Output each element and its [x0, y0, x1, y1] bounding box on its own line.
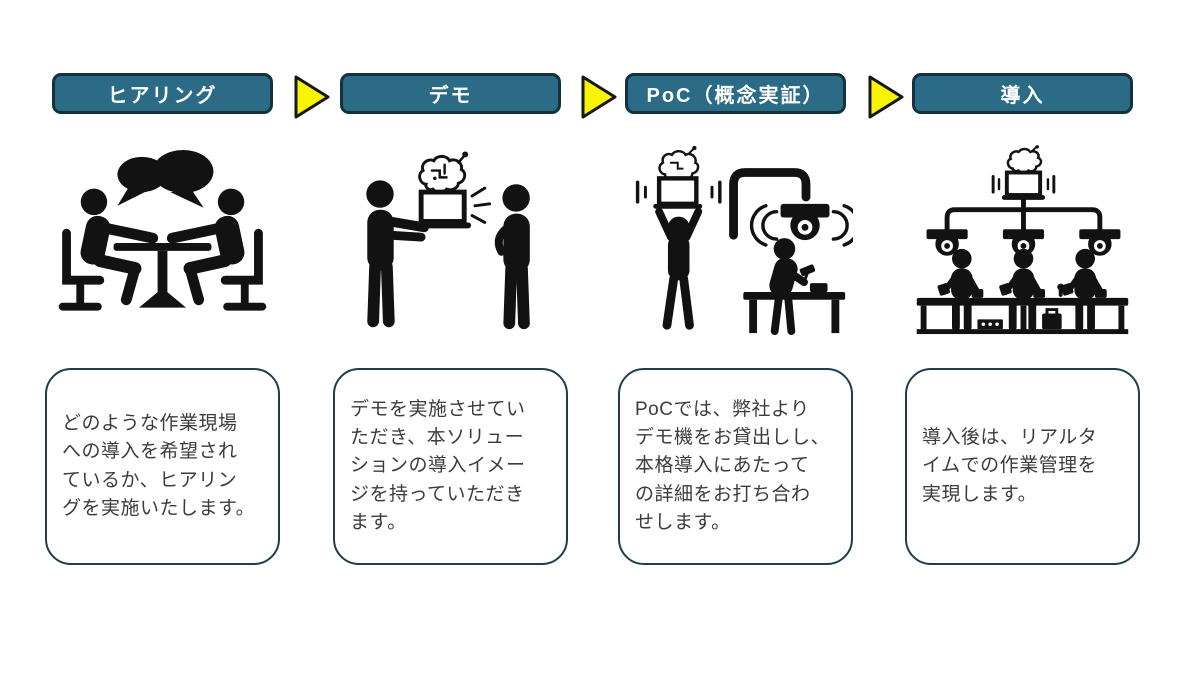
- security-camera-icon: [1079, 229, 1121, 256]
- step-illustration: [333, 132, 568, 354]
- ai-brain-icon: [418, 151, 469, 194]
- step-title: デモ: [428, 85, 473, 107]
- step-illustration: [905, 132, 1140, 354]
- workers-at-bench: [937, 248, 1107, 300]
- right-chair: [220, 228, 267, 311]
- network-tree-connector: [944, 197, 1103, 232]
- step-description: どのような作業現場 への導入を希望され ているか、ヒアリン グを実施いたします。: [62, 413, 256, 519]
- step-deployment: 導入: [905, 0, 1140, 675]
- security-camera-icon: [926, 229, 968, 256]
- cable-pipe: [729, 168, 811, 240]
- step-description: デモを実施させてい ただき、本ソリュー ションの導入イメー ジを持っていただき …: [350, 399, 526, 533]
- poc-camera-trial-icon: [635, 145, 853, 336]
- meeting-discussion-icon: [58, 149, 267, 311]
- laptop-icon: [414, 186, 492, 229]
- security-camera-icon: [1002, 229, 1045, 256]
- left-person: [80, 188, 159, 306]
- step-title-banner: PoC（概念実証）: [625, 73, 846, 114]
- presenter-person: [366, 180, 429, 328]
- step-description-box: PoCでは、弊社より デモ機をお貸出しし、 本格導入にあたって の詳細をお打ち合…: [618, 368, 853, 565]
- laptop-icon: [635, 176, 722, 209]
- step-illustration: [618, 132, 853, 354]
- flow-arrow-right-icon: [581, 75, 617, 119]
- speech-bubbles-icon: [117, 149, 214, 208]
- ai-brain-icon: [1006, 145, 1043, 174]
- step-description-box: どのような作業現場 への導入を希望され ているか、ヒアリン グを実施いたします。: [45, 368, 280, 565]
- viewer-person: [494, 184, 530, 330]
- security-camera-icon: [749, 203, 853, 247]
- right-person: [166, 188, 245, 306]
- ai-brain-icon: [658, 145, 700, 182]
- step-title: 導入: [1000, 85, 1045, 107]
- step-description: PoCでは、弊社より デモ機をお貸出しし、 本格導入にあたって の詳細をお打ち合…: [635, 399, 831, 533]
- meeting-table: [113, 243, 212, 308]
- laptop-icon: [991, 170, 1056, 200]
- step-title-banner: 導入: [912, 73, 1133, 114]
- left-chair: [58, 228, 105, 311]
- flow-arrow-right-icon: [868, 75, 904, 119]
- step-description-box: デモを実施させてい ただき、本ソリュー ションの導入イメー ジを持っていただき …: [333, 368, 568, 565]
- workbench: [916, 297, 1129, 335]
- laptop-demo-icon: [366, 151, 530, 330]
- step-description: 導入後は、リアルタ イムでの作業管理を 実現します。: [922, 427, 1098, 505]
- step-title-banner: デモ: [340, 73, 561, 114]
- flow-arrow-right-icon: [294, 75, 330, 119]
- person-holding-laptop: [655, 207, 703, 330]
- realtime-monitoring-icon: [916, 145, 1129, 335]
- step-demo: デモ: [333, 0, 568, 675]
- step-hearing: ヒアリング: [45, 0, 280, 675]
- step-illustration: [45, 132, 280, 354]
- step-poc: PoC（概念実証）: [618, 0, 853, 675]
- worker-at-bench: [743, 238, 846, 336]
- step-title-banner: ヒアリング: [52, 73, 273, 114]
- step-description-box: 導入後は、リアルタ イムでの作業管理を 実現します。: [905, 368, 1140, 565]
- step-title: PoC（概念実証）: [646, 85, 825, 107]
- step-title: ヒアリング: [107, 85, 218, 107]
